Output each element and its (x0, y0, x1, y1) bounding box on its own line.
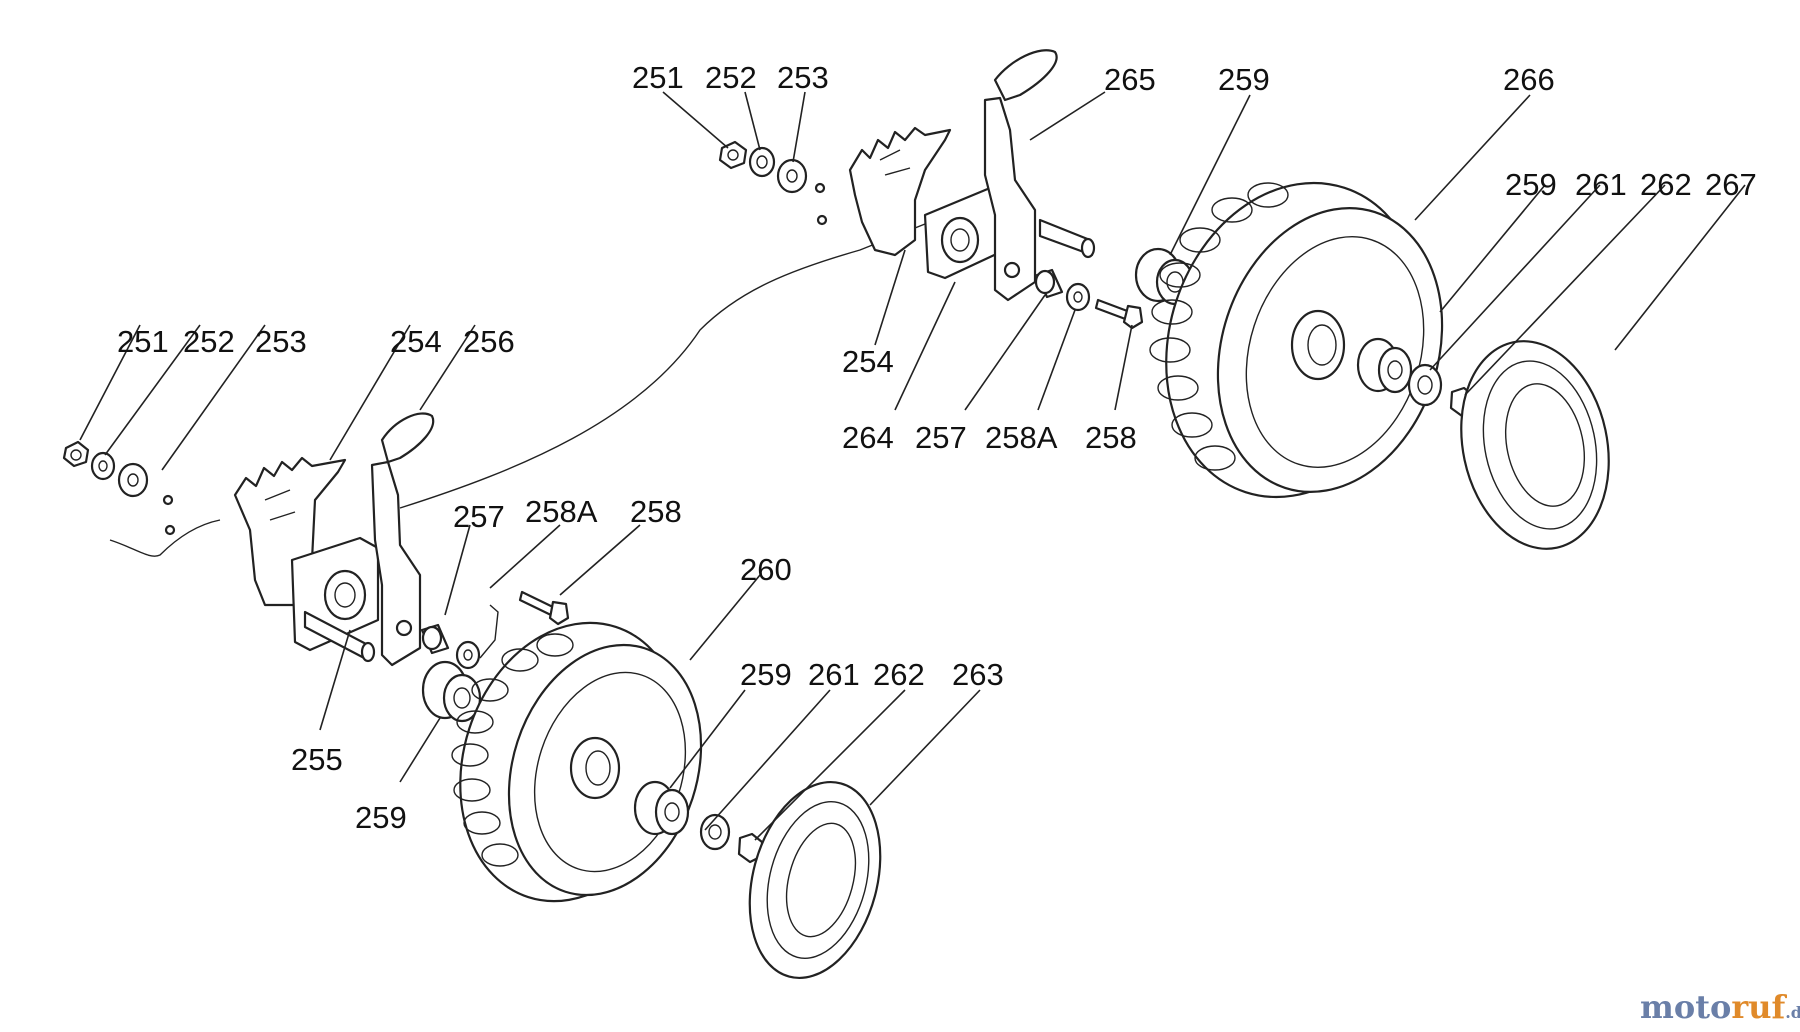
nut-251-upper (718, 140, 748, 170)
watermark-suffix: .de (1785, 1003, 1800, 1022)
lower-left-assembly (62, 412, 882, 980)
part-labels: 251 252 253 265 259 266 259 261 262 267 … (117, 60, 1757, 835)
washer-253-upper (776, 158, 808, 194)
label-258-lower: 258 (630, 494, 682, 529)
label-253-lower: 253 (255, 324, 307, 359)
label-252-lower: 252 (183, 324, 235, 359)
bolt-258-lower (518, 590, 570, 626)
label-259-upper-inner: 259 (1218, 62, 1270, 97)
wheel-266 (1149, 181, 1444, 499)
bushing-259-upper-outer (1356, 337, 1413, 394)
label-259-lower-outer: 259 (740, 657, 792, 692)
washer-252-upper (748, 146, 776, 178)
label-262-upper: 262 (1640, 167, 1692, 202)
mower-body-outline (109, 211, 956, 557)
label-256: 256 (463, 324, 515, 359)
bolt-258-upper (1094, 298, 1144, 330)
label-260: 260 (740, 552, 792, 587)
washer-258A-lower (455, 640, 481, 670)
label-261-upper: 261 (1575, 167, 1627, 202)
upper-right-assembly (718, 49, 1610, 550)
label-257-lower: 257 (453, 499, 505, 534)
label-257-upper: 257 (915, 420, 967, 455)
hubcap-267 (1460, 340, 1610, 550)
label-266: 266 (1503, 62, 1555, 97)
label-255: 255 (291, 742, 343, 777)
lever-265-grip (993, 49, 1058, 102)
hubcap-263 (748, 780, 882, 980)
label-259-upper-outer: 259 (1505, 167, 1557, 202)
label-251-lower: 251 (117, 324, 169, 359)
nut-251-lower (62, 440, 90, 468)
watermark-logo: motoruf.de (1640, 988, 1800, 1026)
bushing-259-lower-inner (421, 660, 482, 723)
label-267: 267 (1705, 167, 1757, 202)
washer-261-upper (1407, 363, 1443, 407)
label-258A-upper: 258A (985, 420, 1058, 455)
label-251-upper: 251 (632, 60, 684, 95)
watermark-main: moto (1640, 988, 1731, 1026)
leader-lines (79, 91, 1746, 841)
watermark-accent: ruf (1731, 988, 1787, 1026)
label-252-upper: 252 (705, 60, 757, 95)
label-259-lower-inner: 259 (355, 800, 407, 835)
label-254-lower: 254 (390, 324, 442, 359)
washer-253-lower (117, 462, 149, 498)
washer-261-lower (699, 813, 731, 851)
lever-256 (370, 460, 422, 667)
label-258-upper: 258 (1085, 420, 1137, 455)
label-264: 264 (842, 420, 894, 455)
bushing-259-lower-outer (633, 780, 690, 836)
washer-258A-upper (1065, 282, 1091, 312)
label-263: 263 (952, 657, 1004, 692)
label-258A-lower: 258A (525, 494, 598, 529)
spacer-257-upper (1034, 268, 1064, 299)
label-261-lower: 261 (808, 657, 860, 692)
washer-252-lower (90, 451, 116, 481)
label-253-upper: 253 (777, 60, 829, 95)
height-plate-254-lower (233, 456, 347, 607)
label-262-lower: 262 (873, 657, 925, 692)
spacer-257-lower (420, 623, 450, 655)
label-265: 265 (1104, 62, 1156, 97)
label-254-upper: 254 (842, 344, 894, 379)
lever-256-grip (380, 412, 435, 464)
height-plate-254-upper (848, 126, 952, 257)
